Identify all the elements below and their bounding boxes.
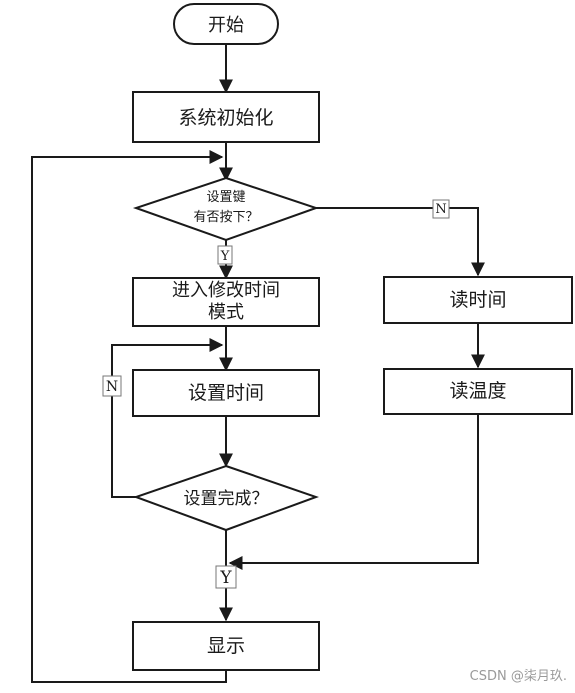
init-node bbox=[132, 91, 320, 143]
key-no-tag bbox=[432, 199, 450, 219]
display-node bbox=[132, 621, 320, 671]
edge-done-no-loop bbox=[111, 338, 224, 498]
edge-readtemp-merge bbox=[228, 414, 479, 570]
edge-decision-readtime bbox=[316, 207, 485, 277]
key-yes-tag bbox=[217, 245, 233, 265]
done-no-label: N bbox=[106, 379, 118, 395]
decision-done-label: 设置完成？ bbox=[184, 489, 269, 509]
decision-key-label-line2: 有否按下？ bbox=[193, 210, 258, 225]
decision-key-node bbox=[132, 176, 320, 242]
key-no-label: N bbox=[435, 202, 446, 217]
read-time-label: 读时间 bbox=[449, 289, 506, 311]
enter-mode-label-line1: 进入修改时间 bbox=[172, 280, 280, 301]
edge-display-loop bbox=[31, 150, 227, 683]
start-label: 开始 bbox=[208, 15, 244, 36]
done-yes-tag bbox=[215, 565, 237, 589]
read-temp-node bbox=[383, 368, 573, 415]
watermark: CSDN @柒月玖. bbox=[470, 668, 567, 684]
enter-mode-node bbox=[132, 277, 320, 327]
set-time-label: 设置时间 bbox=[188, 382, 264, 404]
enter-mode-label-line2: 模式 bbox=[208, 302, 244, 323]
connector-lines bbox=[31, 44, 485, 683]
done-yes-label: Y bbox=[219, 568, 232, 588]
start-node bbox=[173, 3, 279, 45]
display-label: 显示 bbox=[207, 635, 245, 657]
decision-done-node bbox=[133, 464, 319, 532]
init-label: 系统初始化 bbox=[178, 107, 273, 129]
set-time-node bbox=[132, 369, 320, 417]
key-yes-label: Y bbox=[220, 249, 230, 264]
read-time-node bbox=[383, 276, 573, 324]
done-no-tag bbox=[102, 375, 122, 397]
decision-key-label-line1: 设置键 bbox=[206, 190, 245, 205]
read-temp-label: 读温度 bbox=[449, 380, 506, 402]
